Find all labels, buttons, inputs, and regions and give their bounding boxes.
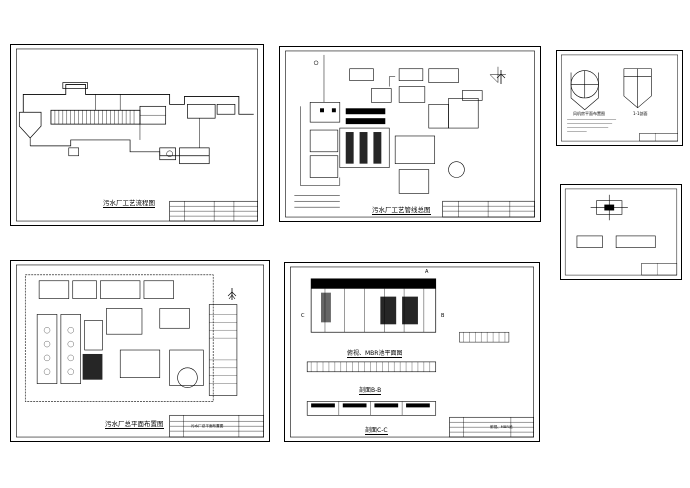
sheet-general-layout[interactable]: 污水厂总平面布置图 污水厂总平面布置图 bbox=[10, 260, 270, 442]
sheet4-titleblock-text: 俯视、MBR池 bbox=[490, 425, 513, 429]
sheet1-caption: 污水厂工艺流程图 bbox=[103, 199, 155, 208]
sheet-detail[interactable] bbox=[560, 184, 682, 280]
pipeline-plan-drawing bbox=[285, 50, 535, 218]
sheet-mbr-tank[interactable]: A C B 俯视、MBR池平面图 剖面B-B 剖面C-C 俯视、MBR池 bbox=[284, 262, 540, 442]
detail-drawing bbox=[564, 188, 678, 276]
sheet3-titleblock-text: 污水厂总平面布置图 bbox=[191, 424, 224, 428]
mark-b: B bbox=[441, 313, 445, 319]
process-flow-drawing bbox=[16, 48, 258, 222]
mbr-plan-label: 俯视、MBR池平面图 bbox=[347, 350, 403, 358]
sheet5-caption-2: 1-1剖面 bbox=[633, 111, 648, 116]
north-arrow-icon bbox=[227, 288, 237, 300]
north-arrow-icon-2 bbox=[496, 70, 506, 84]
sheet-blower-room[interactable]: 风机房平面布置图 1-1剖面 bbox=[556, 50, 683, 146]
sheet2-caption: 污水厂工艺管线总图 bbox=[372, 206, 431, 215]
mbr-tank-drawing bbox=[290, 266, 534, 438]
sheet5-caption-1: 风机房平面布置图 bbox=[573, 111, 605, 116]
mark-c: C bbox=[301, 313, 305, 319]
section-bb-label: 剖面B-B bbox=[359, 387, 382, 395]
section-cc-label: 剖面C-C bbox=[365, 427, 388, 435]
general-layout-drawing bbox=[16, 264, 264, 438]
sheet-pipeline-plan[interactable]: 污水厂工艺管线总图 bbox=[279, 46, 541, 222]
blower-room-drawing bbox=[560, 54, 679, 142]
mark-a: A bbox=[425, 269, 429, 275]
sheet-process-flow[interactable]: 污水厂工艺流程图 bbox=[10, 44, 264, 226]
sheet3-caption: 污水厂总平面布置图 bbox=[105, 420, 164, 429]
